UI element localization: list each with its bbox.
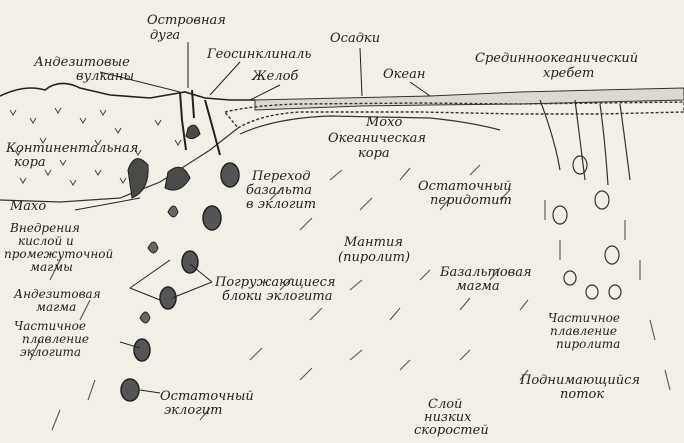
magma-intrusions	[128, 125, 200, 198]
moho-ocean-label: Мохо	[365, 115, 402, 130]
volcano-conduits	[180, 90, 220, 155]
ocean-layer	[255, 88, 684, 110]
trench-label: Желоб	[251, 69, 298, 84]
ridge-structure	[540, 100, 630, 299]
continent-surface	[0, 83, 255, 100]
moho-left-label: Махо	[9, 199, 46, 214]
ocean-label: Океан	[383, 67, 425, 82]
mantle-label: Мантия(пиролит)	[338, 235, 410, 265]
leader-lines	[75, 42, 430, 393]
geosyncline-label: Геосинклиналь	[206, 47, 311, 62]
sediments-label: Осадки	[330, 31, 380, 46]
